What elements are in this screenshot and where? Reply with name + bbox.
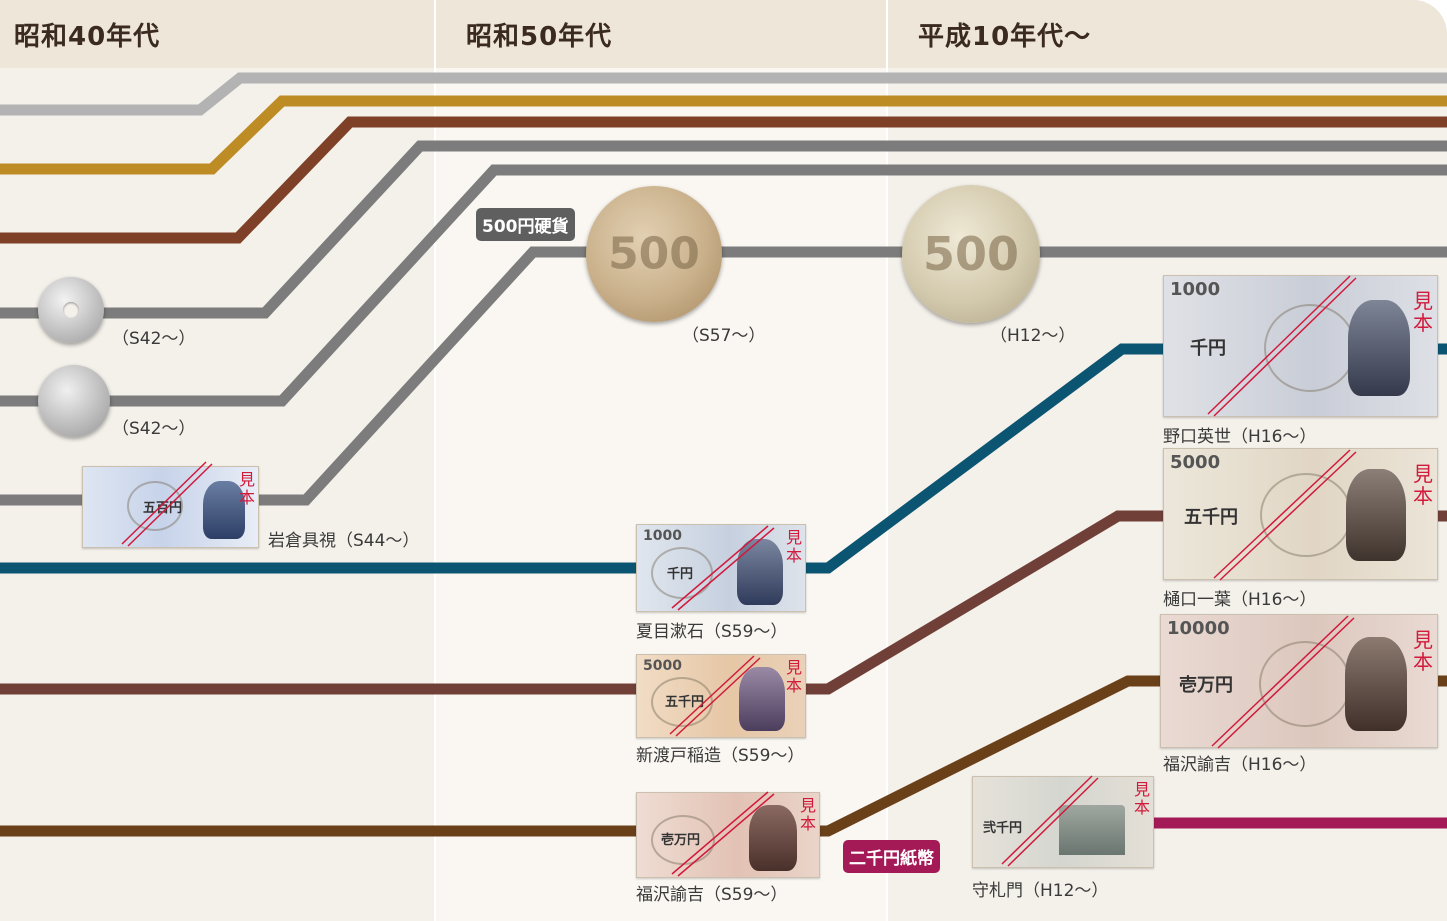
portrait xyxy=(203,481,245,539)
portrait xyxy=(1345,637,1407,731)
era-header-heisei10 xyxy=(888,0,1447,68)
mihon-mark: 見本 xyxy=(786,528,803,565)
note-value: 1000 xyxy=(643,528,682,544)
portrait xyxy=(749,805,797,871)
mihon-mark: 見本 xyxy=(786,658,803,695)
noguchi-banknote-image: 1000 千円 見本 xyxy=(1163,275,1438,417)
note-denomination: 壱万円 xyxy=(1179,675,1233,696)
shureimon-caption: 守札門（H12〜） xyxy=(972,881,1109,901)
note-denomination: 千円 xyxy=(667,567,694,582)
mihon-mark: 見本 xyxy=(239,470,256,507)
higuchi-caption: 樋口一葉（H16〜） xyxy=(1163,590,1317,610)
fukuzawa-new-caption: 福沢諭吉（H16〜） xyxy=(1163,755,1317,775)
line-50yen xyxy=(0,140,1447,319)
line-100yen xyxy=(0,164,1447,407)
note-denomination: 弐千円 xyxy=(983,821,1023,836)
natsume-caption: 夏目漱石（S59〜） xyxy=(636,622,788,642)
mihon-mark: 見本 xyxy=(1413,289,1433,335)
era-column-showa40 xyxy=(0,0,434,921)
500yen-coin-old-caption: （S57〜） xyxy=(682,326,766,346)
mihon-mark: 見本 xyxy=(1413,628,1433,674)
500yen-coin-new-image: 500 xyxy=(902,185,1040,323)
natsume-banknote-image: 1000 千円 見本 xyxy=(636,524,806,612)
line-10yen xyxy=(0,116,1447,244)
500yen-coin-old-image: 500 xyxy=(586,186,722,322)
shureimon-gate xyxy=(1059,805,1125,855)
500yen-coin-new-caption: （H12〜） xyxy=(990,326,1076,346)
note-denomination: 千円 xyxy=(1190,338,1226,359)
portrait xyxy=(1348,300,1410,396)
era-label-showa40: 昭和40年代 xyxy=(14,22,161,52)
iwakura-banknote-image: 五百円 見本 xyxy=(82,466,259,548)
note-denomination: 壱万円 xyxy=(661,833,701,848)
note-watermark-oval xyxy=(127,481,183,531)
5yen-coin-image xyxy=(38,277,104,343)
2000yen-note-tag: 二千円紙幣 xyxy=(843,840,940,873)
note-denomination: 五千円 xyxy=(1184,507,1238,528)
note-value: 5000 xyxy=(1170,452,1221,473)
line-5yen xyxy=(0,95,1447,175)
nitobe-banknote-image: 5000 五千円 見本 xyxy=(636,654,806,738)
note-value: 5000 xyxy=(643,658,682,674)
era-header-showa40 xyxy=(0,0,434,68)
portrait xyxy=(1346,469,1406,561)
noguchi-caption: 野口英世（H16〜） xyxy=(1163,427,1317,447)
era-label-showa50: 昭和50年代 xyxy=(466,22,613,52)
mihon-mark: 見本 xyxy=(1413,462,1433,508)
5yen-coin-caption: （S42〜） xyxy=(112,329,196,349)
shureimon-banknote-image: 弐千円 見本 xyxy=(972,776,1154,868)
note-denomination: 五千円 xyxy=(665,695,705,710)
higuchi-banknote-image: 5000 五千円 見本 xyxy=(1163,448,1438,580)
era-header-showa50 xyxy=(436,0,886,68)
portrait xyxy=(739,667,785,731)
mihon-mark: 見本 xyxy=(800,796,817,833)
100yen-coin-image xyxy=(38,365,110,437)
coin-face-text: 500 xyxy=(608,228,700,280)
line-1yen xyxy=(0,72,1447,116)
nitobe-caption: 新渡戸稲造（S59〜） xyxy=(636,746,805,766)
note-value: 1000 xyxy=(1170,279,1221,300)
iwakura-caption: 岩倉具視（S44〜） xyxy=(268,531,420,551)
note-value: 10000 xyxy=(1167,618,1230,639)
era-label-heisei10: 平成10年代〜 xyxy=(918,22,1092,52)
fukuzawa-new-banknote-image: 10000 壱万円 見本 xyxy=(1160,614,1438,748)
coin-hole xyxy=(63,302,79,318)
note-denomination: 五百円 xyxy=(143,501,183,516)
100yen-coin-caption: （S42〜） xyxy=(112,419,196,439)
fukuzawa-old-banknote-image: 壱万円 見本 xyxy=(636,792,820,878)
fukuzawa-old-caption: 福沢諭吉（S59〜） xyxy=(636,885,788,905)
coin-face-text: 500 xyxy=(922,227,1020,281)
500yen-coin-tag: 500円硬貨 xyxy=(476,208,575,241)
portrait xyxy=(737,539,783,605)
mihon-mark: 見本 xyxy=(1134,780,1151,817)
era-column-showa50 xyxy=(436,0,886,921)
